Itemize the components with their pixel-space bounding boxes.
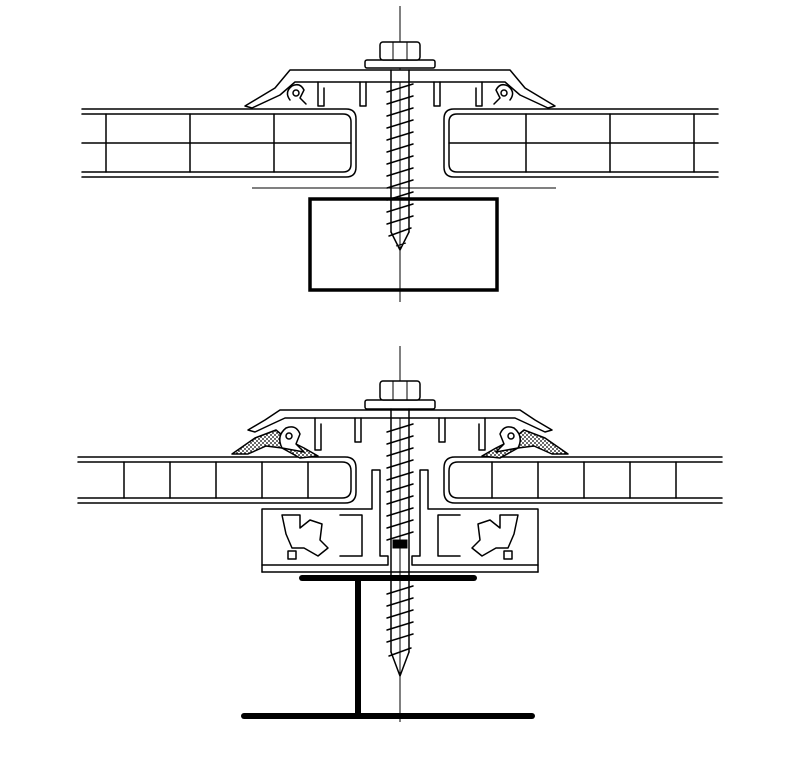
lower-screw: [386, 408, 414, 677]
lower-cap-profile: [247, 409, 553, 453]
lower-bolt-head: [364, 380, 436, 410]
upper-detail: [81, 6, 719, 302]
upper-left-panel: [81, 108, 357, 178]
lower-base-profile: [261, 469, 539, 573]
upper-right-panel: [443, 108, 719, 178]
lower-detail: [77, 346, 723, 722]
lower-left-panel: [77, 456, 357, 504]
upper-cap-profile: [244, 69, 556, 109]
lower-left-gasket: [231, 429, 319, 459]
upper-rect-support: [308, 197, 499, 292]
lower-right-panel: [443, 456, 723, 504]
lower-i-beam: [241, 575, 535, 719]
lower-right-gasket: [481, 429, 569, 459]
upper-screw: [386, 69, 414, 251]
upper-bolt-head: [364, 41, 436, 69]
